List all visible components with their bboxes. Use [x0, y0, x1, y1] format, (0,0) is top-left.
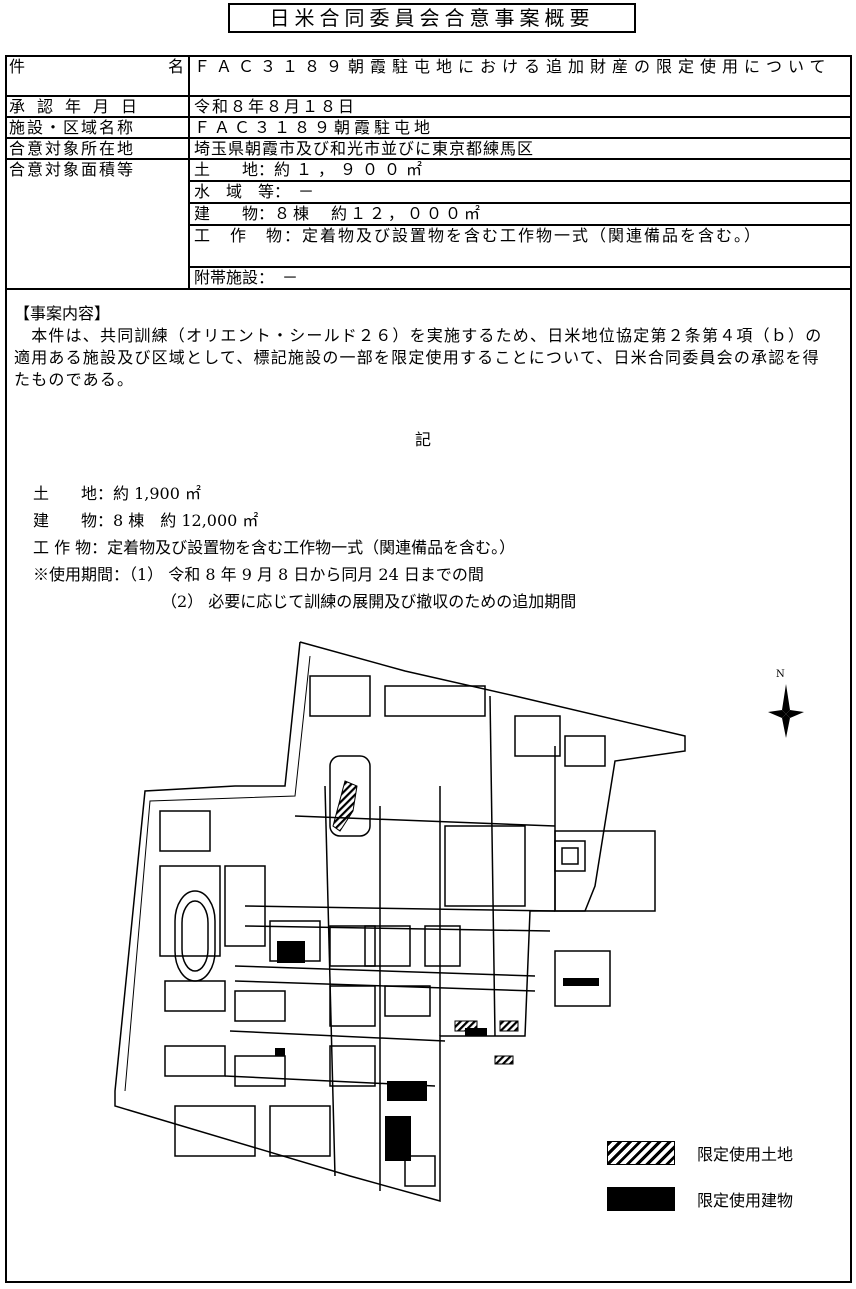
area-row-facility: 附帯施設： － — [194, 268, 299, 287]
restricted-buildings — [275, 941, 599, 1161]
content-body: 本件は、共同訓練（オリエント・シールド２６）を実施するため、日米地位協定第２条第… — [14, 326, 823, 389]
item-period-1: ※使用期間：（1） 令和 8 年 9 月 8 日から同月 24 日までの間 — [33, 565, 484, 584]
summary-table: 件名 ＦＡＣ３１８９朝霞駐屯地における追加財産の限定使用について 承認年月日 令… — [5, 55, 852, 290]
ki-heading: 記 — [415, 430, 432, 449]
area-cell: 土 地：約１，９００㎡ 水 域 等： － 建 物：８棟 約１２，０００㎡ 工 作… — [188, 158, 852, 290]
restricted-land-area — [499, 1020, 519, 1032]
legend-land-label: 限定使用土地 — [697, 1145, 794, 1164]
row-location: 合意対象所在地 埼玉県朝霞市及び和光市並びに東京都練馬区 — [5, 137, 852, 160]
map-boundary — [114, 641, 686, 1202]
restricted-building — [465, 1028, 487, 1036]
legend-land: 限定使用土地 — [607, 1130, 793, 1176]
location-label: 合意対象所在地 — [5, 137, 190, 160]
row-facility: 施設・区域名称 ＦＡＣ３１８９朝霞駐屯地 — [5, 116, 852, 139]
facility-value: ＦＡＣ３１８９朝霞駐屯地 — [188, 116, 852, 139]
facility-label: 施設・区域名称 — [5, 116, 190, 139]
restricted-building — [387, 1081, 427, 1101]
area-label: 合意対象面積等 — [5, 158, 190, 290]
item-structure: 工 作 物：定着物及び設置物を含む工作物一式（関連備品を含む。） — [33, 538, 516, 557]
hatch-swatch-icon — [607, 1141, 675, 1165]
area-row-water: 水 域 等： － — [190, 181, 850, 204]
items-list: 土 地：約 1,900 ㎡ 建 物：8 棟 約 12,000 ㎡ 工 作 物：定… — [33, 480, 576, 615]
restricted-building — [385, 1116, 411, 1161]
legend-building: 限定使用建物 — [607, 1176, 793, 1222]
compass-north-label: N — [776, 669, 785, 680]
item-building: 建 物：8 棟 約 12,000 ㎡ — [33, 511, 259, 530]
content-heading: 【事案内容】 — [14, 304, 111, 323]
map-legend: 限定使用土地 限定使用建物 — [607, 1130, 793, 1222]
restricted-land-area — [332, 780, 358, 832]
item-period-2: （2） 必要に応じて訓練の展開及び撤収のための追加期間 — [161, 592, 577, 611]
approval-label: 承認年月日 — [5, 95, 190, 118]
legend-building-label: 限定使用建物 — [697, 1191, 794, 1210]
content-section: 【事案内容】 本件は、共同訓練（オリエント・シールド２６）を実施するため、日米地… — [14, 303, 834, 391]
area-row-structure: 工 作 物：定着物及び設置物を含む工作物一式（関連備品を含む。） — [190, 225, 850, 268]
item-land: 土 地：約 1,900 ㎡ — [33, 484, 201, 503]
row-subject: 件名 ＦＡＣ３１８９朝霞駐屯地における追加財産の限定使用について — [5, 55, 852, 97]
restricted-land-area — [494, 1055, 514, 1065]
solid-swatch-icon — [607, 1187, 675, 1211]
north-arrow-icon: N — [768, 669, 804, 738]
location-value: 埼玉県朝霞市及び和光市並びに東京都練馬区 — [188, 137, 852, 160]
restricted-building — [563, 978, 599, 986]
facility-map — [114, 641, 686, 1202]
row-approval: 承認年月日 令和８年８月１８日 — [5, 95, 852, 118]
subject-label: 件名 — [5, 55, 190, 97]
area-row-land: 土 地：約１，９００㎡ — [190, 160, 850, 182]
document-title: 日米合同委員会合意事案概要 — [228, 3, 636, 33]
approval-value: 令和８年８月１８日 — [188, 95, 852, 118]
row-area: 合意対象面積等 土 地：約１，９００㎡ 水 域 等： － 建 物：８棟 約１２，… — [5, 158, 852, 290]
subject-value: ＦＡＣ３１８９朝霞駐屯地における追加財産の限定使用について — [188, 55, 852, 97]
restricted-building — [277, 941, 305, 963]
area-row-building: 建 物：８棟 約１２，０００㎡ — [190, 203, 850, 226]
restricted-building — [275, 1048, 285, 1056]
